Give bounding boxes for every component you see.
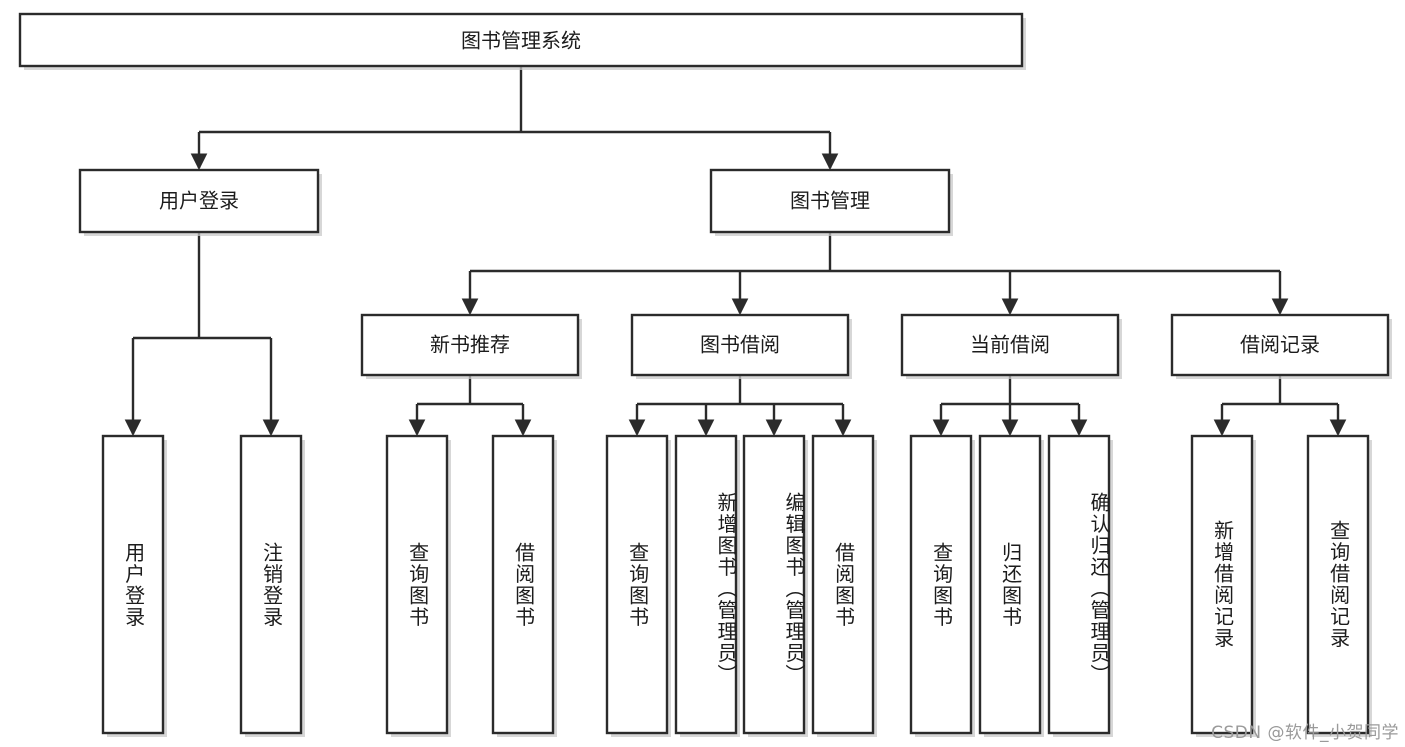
node-user-login[interactable]: 用户登录 [78, 168, 322, 236]
connector-group-borrow [628, 375, 852, 437]
node-root-label: 图书管理系统 [461, 29, 581, 53]
connector-group-user-login [124, 232, 280, 437]
leaf-node-return-book[interactable] [978, 434, 1044, 737]
leaf-node-query-book-3[interactable] [909, 434, 975, 737]
leaf-node-query-book-2[interactable] [605, 434, 671, 737]
connector-group-current-borrow [932, 375, 1088, 437]
node-new-book-recommend-label: 新书推荐 [430, 333, 510, 357]
leaf-node-confirm-return-admin[interactable] [1047, 434, 1113, 737]
connector-group-new-book [408, 375, 532, 437]
connector-group-root [190, 66, 839, 171]
node-book-borrow-label: 图书借阅 [700, 333, 780, 357]
node-new-book-recommend[interactable]: 新书推荐 [360, 313, 582, 379]
node-book-management[interactable]: 图书管理 [709, 168, 953, 236]
node-current-borrow-label: 当前借阅 [970, 333, 1050, 357]
connector-group-records [1213, 375, 1347, 437]
leaf-node-borrow-book-1[interactable] [491, 434, 557, 737]
leaf-node-borrow-book-2[interactable] [811, 434, 877, 737]
node-book-management-label: 图书管理 [790, 189, 870, 213]
leaf-node-logout[interactable] [239, 434, 305, 737]
leaf-node-add-book-admin[interactable] [674, 434, 740, 737]
csdn-watermark: CSDN @软件_小贺同学 [1211, 723, 1399, 743]
leaf-node-add-borrow-record[interactable] [1190, 434, 1256, 737]
leaf-node-user-login[interactable] [101, 434, 167, 737]
connector-group-book-mgmt [461, 232, 1289, 316]
leaf-node-edit-book-admin[interactable] [742, 434, 808, 737]
node-book-borrow[interactable]: 图书借阅 [630, 313, 852, 379]
node-root[interactable]: 图书管理系统 [18, 12, 1026, 70]
node-user-login-label: 用户登录 [159, 189, 239, 213]
leaf-node-query-borrow-record[interactable] [1306, 434, 1372, 737]
leaf-box-group [101, 434, 1372, 737]
node-current-borrow[interactable]: 当前借阅 [900, 313, 1122, 379]
node-borrow-records-label: 借阅记录 [1240, 333, 1320, 357]
leaf-node-query-book-1[interactable] [385, 434, 451, 737]
node-borrow-records[interactable]: 借阅记录 [1170, 313, 1392, 379]
